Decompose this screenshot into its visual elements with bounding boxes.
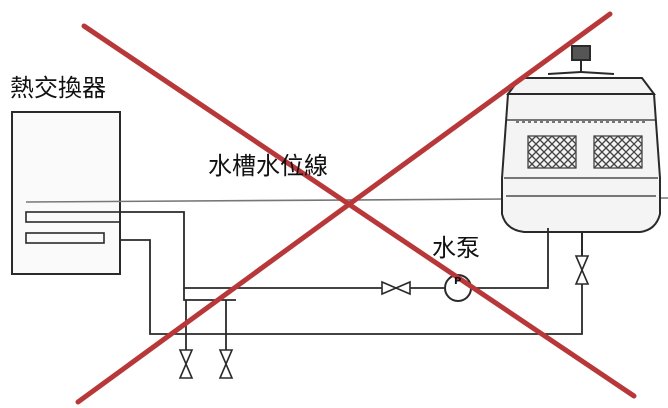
pump-symbol-label: P — [454, 276, 462, 287]
fan-icon — [547, 71, 615, 75]
heat-exchanger-label: 熱交換器 — [10, 74, 106, 102]
valve-icon — [178, 349, 194, 379]
heat-exchanger — [11, 111, 121, 275]
valve-icon — [218, 349, 234, 379]
motor-icon — [571, 45, 591, 61]
pipe-network — [120, 211, 583, 350]
fill-media — [527, 135, 643, 169]
water-level-label: 水槽水位線 — [208, 152, 328, 180]
valve-icon — [381, 280, 411, 296]
cooling-tower — [501, 45, 661, 258]
valve-icon — [574, 255, 590, 285]
cross-out-mark — [75, 11, 637, 405]
pump-label: 水泵 — [432, 234, 480, 262]
